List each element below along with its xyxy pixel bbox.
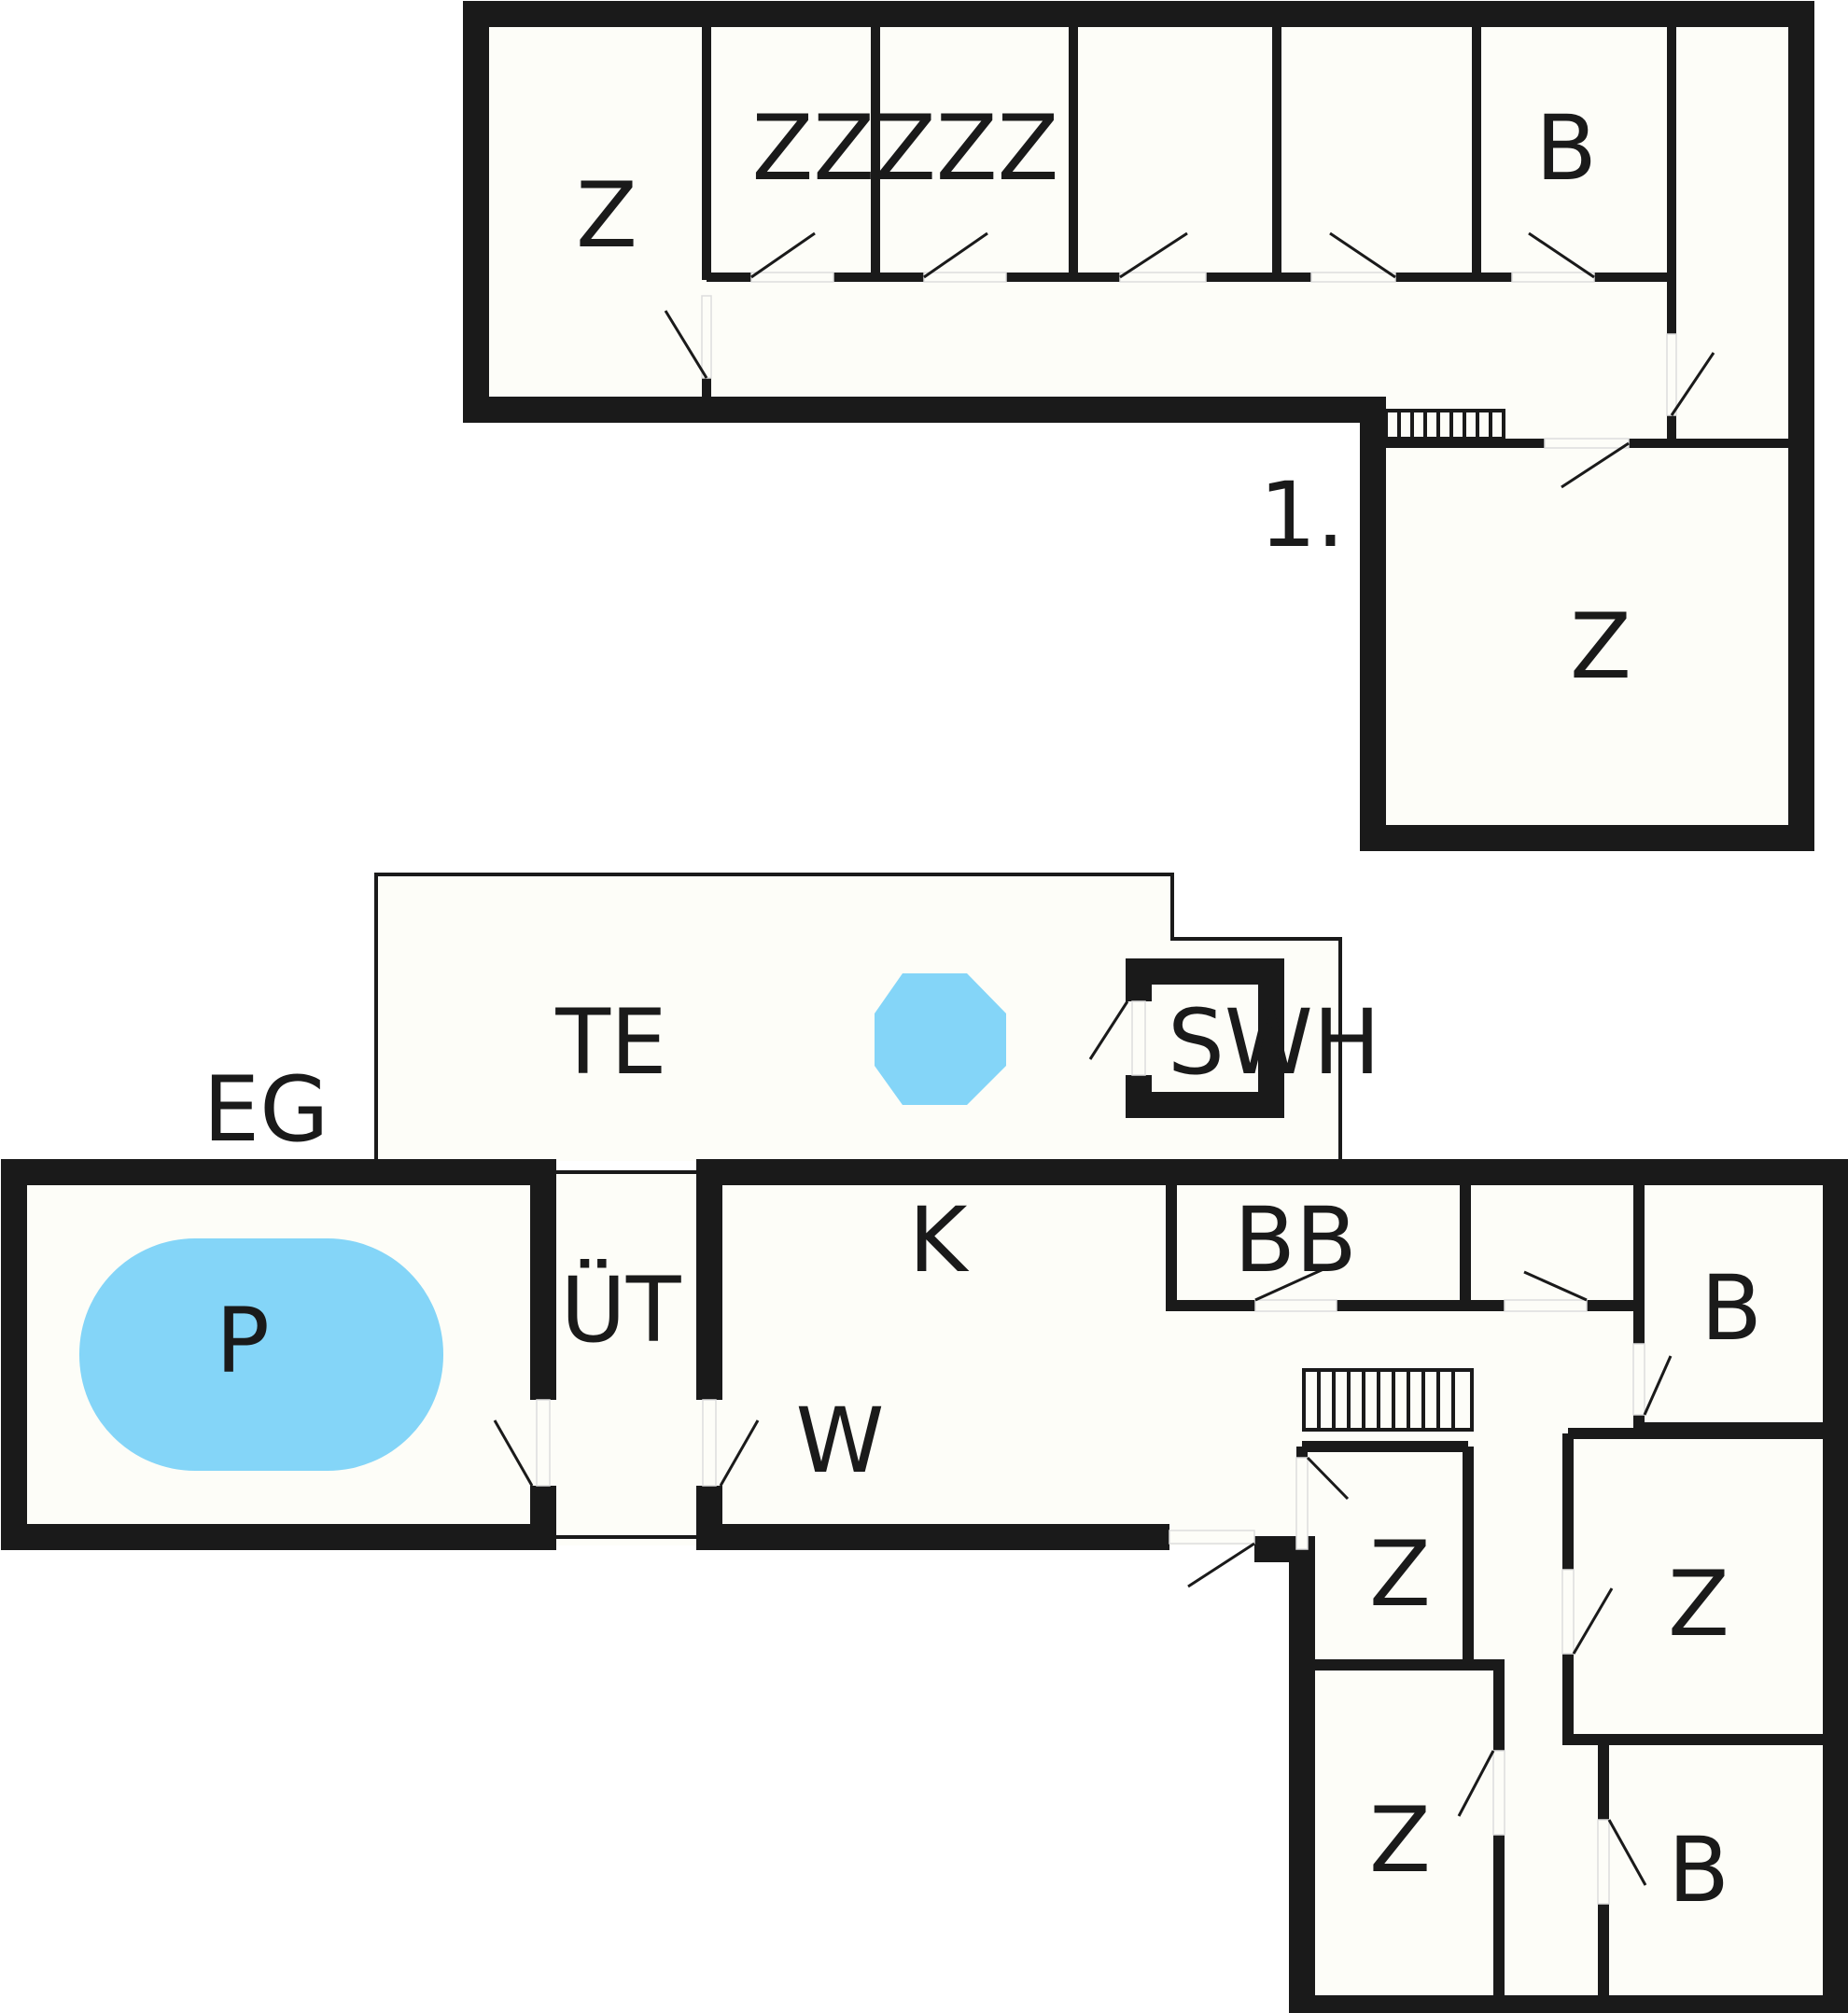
upper-outer-wall [463,1,1814,851]
room-label-k: K [909,1188,970,1293]
pool-shape [79,1238,443,1471]
swh-wall [1126,958,1284,1118]
room-label-swh: SWH [1168,990,1380,1095]
upper-floor: Z ZZZZZ B Z 1. [463,1,1814,851]
ground-partitions [1166,1172,1836,2008]
ground-stairs [1302,1368,1474,1432]
ground-door-gaps [536,1000,1645,1905]
terrace-area [376,874,1340,1161]
terrace-outline [374,873,1342,1161]
upper-level-label: 1. [1259,463,1345,567]
upper-room-label-z-bottom: Z [1570,594,1631,699]
upper-room-label-zzzzz: ZZZZZ [752,96,1059,201]
upper-room-label-b: B [1535,96,1597,201]
room-label-z-mid-left: Z [1369,1522,1431,1627]
upper-door-gaps [701,272,1677,449]
pool-room-wall [1,1159,543,1550]
room-label-te: TE [554,990,666,1095]
upper-door-swings [664,231,1715,489]
upper-partitions [702,14,1801,448]
whirlpool-shape [875,973,1006,1105]
ground-floor: TE SWH P ÜT K BB W B Z Z Z B EG [1,873,1848,2013]
room-label-ut: ÜT [561,1258,681,1363]
room-label-p: P [216,1289,270,1393]
room-label-b-right-top: B [1701,1256,1762,1361]
room-label-w: W [796,1389,885,1493]
upper-room-label-z-left: Z [576,163,637,268]
upper-floor-area [476,14,1801,838]
room-label-z-bottom-left: Z [1369,1788,1431,1893]
room-label-b-bottom-right: B [1668,1818,1729,1922]
ground-level-label: EG [203,1057,329,1162]
ground-door-swings [493,1000,1673,1886]
room-label-z-mid-right: Z [1668,1552,1729,1657]
upper-stairs [1384,409,1505,440]
room-label-bb: BB [1234,1188,1357,1293]
